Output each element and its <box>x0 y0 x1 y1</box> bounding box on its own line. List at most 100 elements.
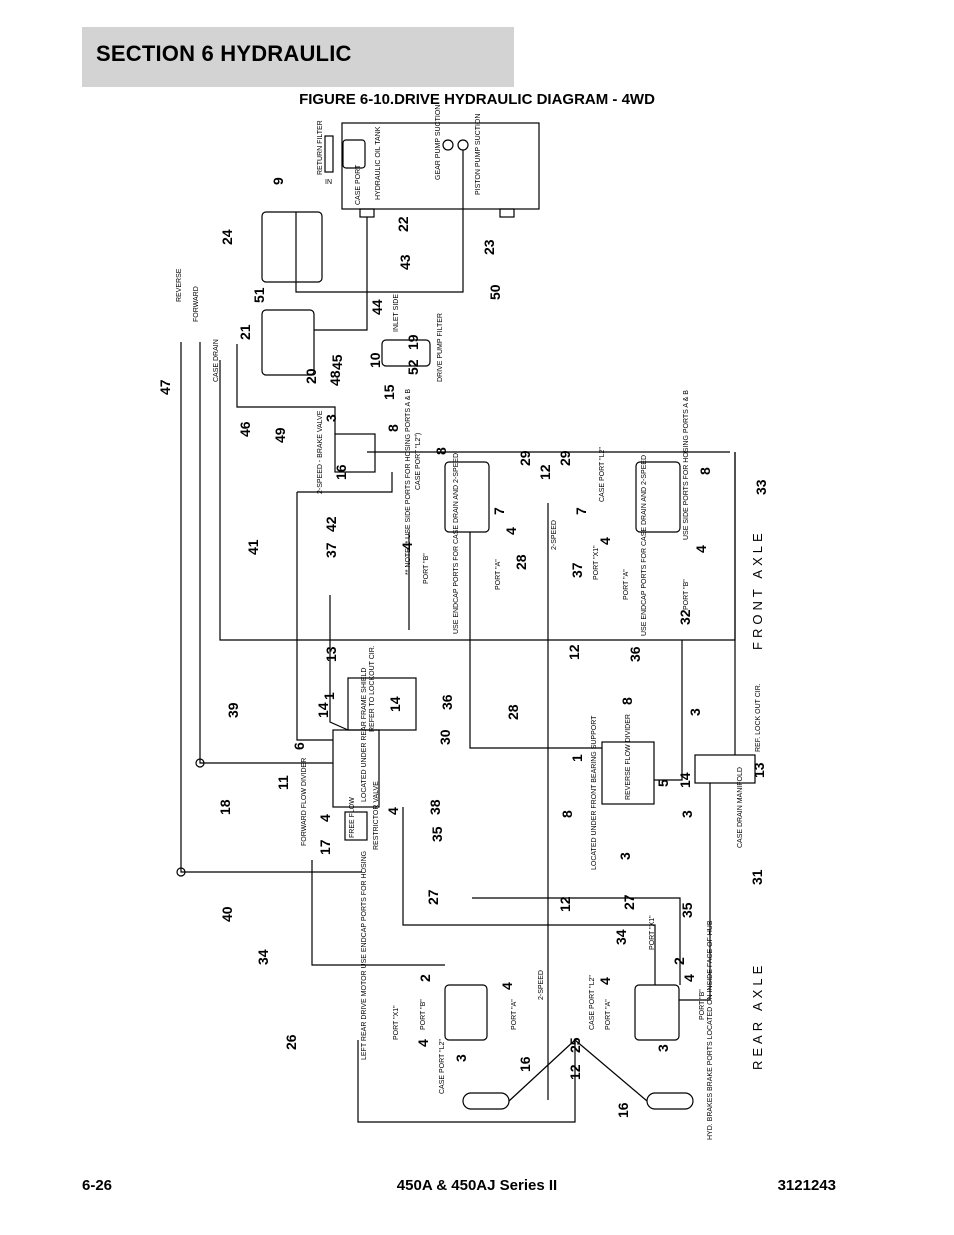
callout-c8c: 8 <box>697 467 713 475</box>
label-hyd-brakes: HYD. BRAKES BRAKE PORTS LOCATED ON INSID… <box>707 920 714 1140</box>
left-brake <box>462 1092 510 1110</box>
callout-c12a: 12 <box>537 464 553 480</box>
label-located-under-front-bearing: LOCATED UNDER FRONT BEARING SUPPORT <box>591 715 598 870</box>
label-two-speed-mid: 2-SPEED <box>551 520 558 550</box>
label-port-a-right: PORT "A" <box>623 569 630 600</box>
callout-c2b: 2 <box>671 957 687 965</box>
callout-c26: 26 <box>283 1034 299 1050</box>
callout-c22: 22 <box>395 216 411 232</box>
line-36 <box>654 640 683 781</box>
line-rear-left <box>402 807 656 985</box>
callout-c4g: 4 <box>499 982 515 990</box>
label-case-port-l2-rr: CASE PORT "L2" <box>589 975 596 1030</box>
line-forward <box>199 342 333 764</box>
callout-c19: 19 <box>405 334 421 350</box>
junction-mid <box>195 758 205 768</box>
free-flow-restrictor <box>344 811 368 841</box>
tank-base <box>359 208 375 218</box>
callout-c7a: 7 <box>491 507 507 515</box>
callout-c14c: 14 <box>677 772 693 788</box>
label-two-speed-rear: 2-SPEED <box>538 970 545 1000</box>
junction-top <box>176 867 186 877</box>
callout-c15: 15 <box>381 384 397 400</box>
callout-c3d: 3 <box>617 852 633 860</box>
label-oil-tank: HYDRAULIC OIL TANK <box>375 126 382 200</box>
callout-c34a: 34 <box>255 949 271 965</box>
label-return-filter: RETURN FILTER <box>317 120 324 175</box>
footer-model: 450A & 450AJ Series II <box>396 1177 558 1194</box>
callout-c16b: 16 <box>517 1056 533 1072</box>
left-front-motor <box>444 461 490 533</box>
callout-c6: 6 <box>291 742 307 750</box>
callout-c12d: 12 <box>567 1064 583 1080</box>
drive-pump-filter <box>381 339 431 367</box>
label-ref-lock-out: REF. LOCK OUT CIR. <box>755 683 762 752</box>
brake-valve <box>334 433 376 473</box>
line-42 <box>297 472 393 493</box>
callout-c48: 48 <box>327 370 343 386</box>
callout-c18: 18 <box>217 799 233 815</box>
callout-c9: 9 <box>270 177 286 185</box>
footer-doc-number: 3121243 <box>777 1177 836 1194</box>
callout-c3a: 3 <box>323 414 339 422</box>
label-port-x1-right: PORT "X1" <box>593 545 600 580</box>
label-free-flow: FREE FLOW <box>349 797 356 838</box>
callout-c4c: 4 <box>597 537 613 545</box>
label-inlet-side: INLET SIDE <box>393 294 400 332</box>
right-front-motor <box>635 461 681 533</box>
section-title: SECTION 6 HYDRAULIC <box>96 41 352 66</box>
callout-c10: 10 <box>367 352 383 368</box>
label-port-b-rr: PORT "B" <box>699 989 706 1020</box>
figure-title: FIGURE 6-10.DRIVE HYDRAULIC DIAGRAM - 4W… <box>0 91 954 108</box>
left-rear-motor <box>444 984 488 1041</box>
label-case-port-tank: CASE PORT <box>355 164 362 205</box>
line-tank-case <box>314 217 368 331</box>
callout-c7b: 7 <box>573 507 589 515</box>
callout-c4i: 4 <box>681 974 697 982</box>
line-31 <box>679 783 711 1001</box>
callout-c35a: 35 <box>429 826 445 842</box>
callout-c20: 20 <box>303 368 319 384</box>
callout-c1a: 1 <box>321 692 337 700</box>
callout-c31: 31 <box>749 869 765 885</box>
label-case-port-l2-right: CASE PORT "L2" <box>599 447 606 502</box>
callout-c43: 43 <box>397 254 413 270</box>
line-37 <box>329 595 349 731</box>
label-rear-axle: REAR AXLE <box>750 962 765 1070</box>
callout-c3b: 3 <box>687 708 703 716</box>
callout-c32: 32 <box>677 609 693 625</box>
callout-c5: 5 <box>655 779 671 787</box>
label-forward-flow-divider: FORWARD FLOW DIVIDER <box>301 758 308 846</box>
label-note-side-ports: ** NOTE ** USE SIDE PORTS FOR HOSING POR… <box>405 389 412 575</box>
line-brake-right <box>574 1039 648 1102</box>
right-rear-motor <box>634 984 680 1041</box>
label-reverse: REVERSE <box>176 268 183 302</box>
callout-c12c: 12 <box>557 896 573 912</box>
section-header: SECTION 6 HYDRAULIC <box>82 27 514 87</box>
callout-c4e: 4 <box>317 814 333 822</box>
reverse-flow-divider <box>601 741 655 805</box>
callout-c49: 49 <box>272 427 288 443</box>
callout-c11: 11 <box>275 775 291 790</box>
line-brake-left <box>508 1039 576 1102</box>
callout-c14b: 14 <box>387 696 403 712</box>
callout-c8d: 8 <box>619 697 635 705</box>
callout-c30: 30 <box>437 729 453 745</box>
callout-c13b: 13 <box>751 762 767 778</box>
callout-c45: 45 <box>329 354 345 370</box>
label-in: IN <box>325 179 332 186</box>
label-reverse-flow-divider: REVERSE FLOW DIVIDER <box>625 714 632 800</box>
callout-c17: 17 <box>317 839 333 855</box>
label-use-side-ports-right: USE SIDE PORTS FOR HOSING PORTS A & B <box>683 390 690 540</box>
line-reverse <box>180 342 362 873</box>
callout-c38: 38 <box>427 799 443 815</box>
callout-c24: 24 <box>219 229 235 245</box>
callout-c25: 25 <box>567 1037 583 1053</box>
callout-c41: 41 <box>245 539 261 555</box>
callout-c33: 33 <box>753 479 769 495</box>
callout-c40: 40 <box>219 906 235 922</box>
callout-c36b: 36 <box>439 694 455 710</box>
callout-c44: 44 <box>369 299 385 315</box>
callout-c3c: 3 <box>679 810 695 818</box>
